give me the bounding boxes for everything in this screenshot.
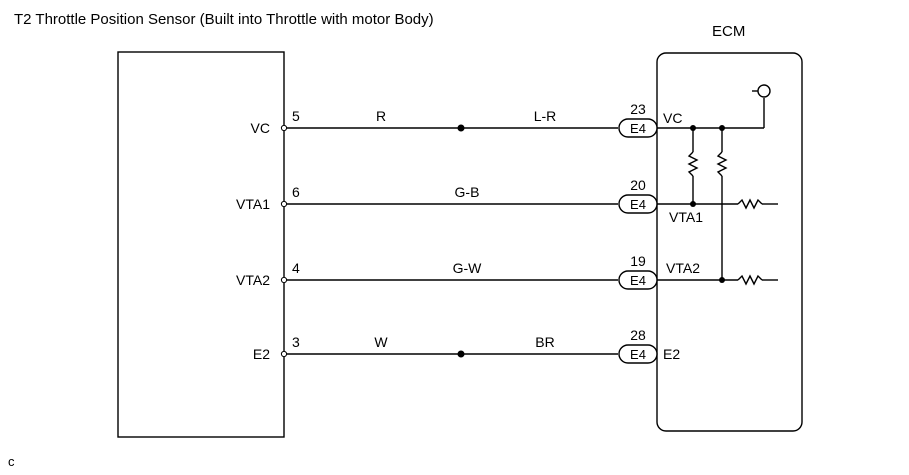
wire-color-label: BR <box>535 334 554 350</box>
wire-color-label: G-B <box>455 184 480 200</box>
footnote: c <box>8 454 15 469</box>
ecm-internal-circuit <box>657 84 778 286</box>
connector-code: E4 <box>630 197 646 212</box>
connector-code: E4 <box>630 273 646 288</box>
wire-color-label: G-W <box>453 260 483 276</box>
ecm-pin-e2: 28 <box>630 327 646 343</box>
ecm-pin-vta1: 20 <box>630 177 646 193</box>
sensor-terminal-vc <box>280 124 288 132</box>
ecm-pin-vta2: 19 <box>630 253 646 269</box>
ecm-terminal-vc: VC <box>663 110 682 126</box>
resistor-icon <box>737 198 763 210</box>
wire-color-label: W <box>374 334 388 350</box>
sensor-label-vta2: VTA2 <box>236 272 270 288</box>
resistor-icon <box>687 151 699 177</box>
sensor-terminal-vta2 <box>280 276 288 284</box>
ecm-terminal-vta2: VTA2 <box>666 260 700 276</box>
sensor-box <box>117 51 285 438</box>
splice-point <box>457 124 465 132</box>
sensor-pin-vta1: 6 <box>292 184 300 200</box>
ecm-terminal-vta1: VTA1 <box>669 209 703 225</box>
connector-capsule <box>618 344 658 364</box>
sensor-label-vta1: VTA1 <box>236 196 270 212</box>
resistor-icon <box>716 151 728 177</box>
sensor-label-vc: VC <box>251 120 270 136</box>
wire-color-label: L-R <box>534 108 557 124</box>
connector-code: E4 <box>630 347 646 362</box>
connector-code: E4 <box>630 121 646 136</box>
sensor-terminal-e2 <box>280 350 288 358</box>
ecm-label: ECM <box>712 23 745 40</box>
sensor-pin-vta2: 4 <box>292 260 300 276</box>
ecm-pin-vc: 23 <box>630 101 646 117</box>
sensor-terminal-vta1 <box>280 200 288 208</box>
diagram-title: T2 Throttle Position Sensor (Built into … <box>14 11 434 28</box>
ecm-terminal-e2: E2 <box>663 346 680 362</box>
sensor-pin-vc: 5 <box>292 108 300 124</box>
wire-color-label: R <box>376 108 386 124</box>
sensor-pin-e2: 3 <box>292 334 300 350</box>
supply-terminal-icon <box>757 84 771 98</box>
splice-point <box>457 350 465 358</box>
sensor-label-e2: E2 <box>253 346 270 362</box>
resistor-icon <box>737 274 763 286</box>
